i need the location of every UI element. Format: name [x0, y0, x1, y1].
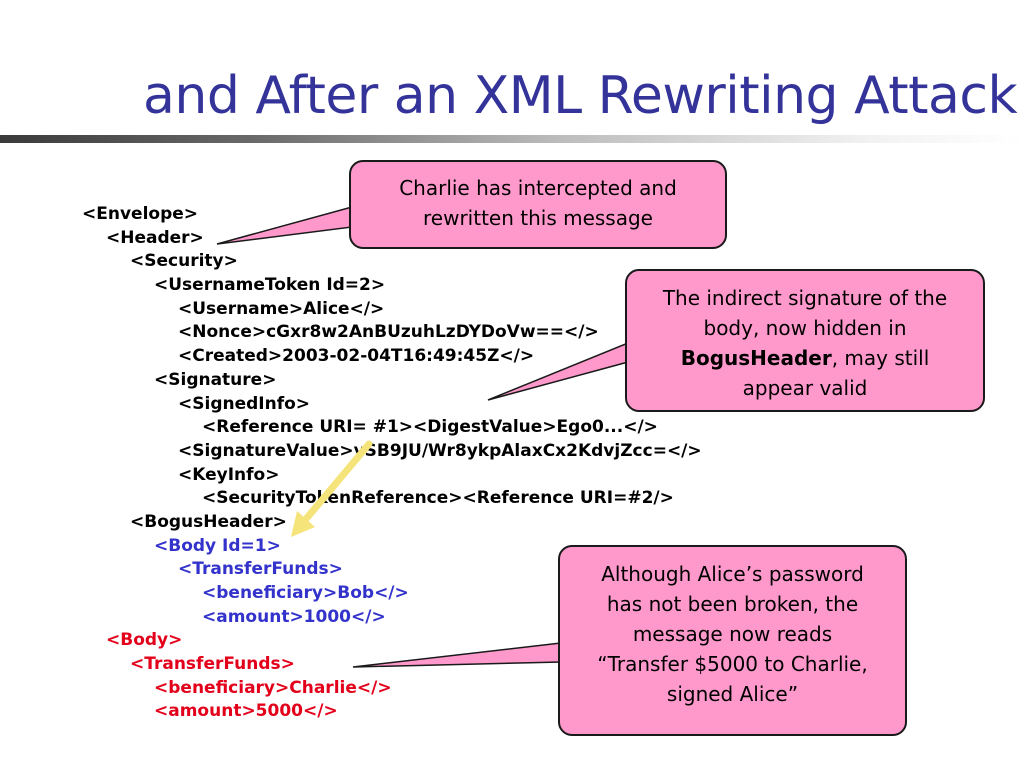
code-line: <Signature>	[154, 369, 277, 390]
code-line-original-body: <amount>1000</>	[202, 606, 386, 627]
callout-text: rewritten this message	[423, 206, 653, 230]
callout-text: body, now hidden in	[703, 316, 907, 340]
intercept-callout: Charlie has intercepted and rewritten th…	[349, 160, 727, 249]
code-line: <Header>	[106, 227, 204, 248]
code-line: <UsernameToken Id=2>	[154, 275, 386, 296]
callout-text-line: BogusHeader, may still	[627, 343, 983, 373]
password-callout: Although Alice’s password has not been b…	[558, 545, 907, 736]
intercept-callout-pointer	[216, 206, 353, 245]
callout-text: appear valid	[742, 376, 868, 400]
signature-callout-pointer	[487, 341, 629, 401]
code-line-forged-body: <beneficiary>Charlie</>	[154, 677, 392, 698]
title-divider	[0, 135, 1024, 143]
code-line: <Created>2003-02-04T16:49:45Z</>	[178, 346, 535, 367]
code-line: <SignatureValue>vSB9JU/Wr8ykpAlaxCx2Kdvj…	[178, 440, 702, 461]
callout-text: The indirect signature of the	[662, 286, 948, 310]
reference-arrow-head	[291, 511, 315, 537]
code-line: <Reference URI= #1><DigestValue>Ego0...<…	[202, 417, 658, 438]
password-callout-pointer	[352, 642, 562, 668]
callout-text: , may still	[831, 346, 930, 370]
code-line: <BogusHeader>	[130, 511, 287, 532]
code-line: <Nonce>cGxr8w2AnBUzuhLzDYDoVw==</>	[178, 322, 599, 343]
code-line: <Username>Alice</>	[178, 298, 385, 319]
callout-text: message now reads	[632, 622, 833, 646]
callout-text: has not been broken, the	[606, 592, 859, 616]
code-line-original-body: <TransferFunds>	[178, 559, 343, 580]
code-line: <SignedInfo>	[178, 393, 311, 414]
callout-text: “Transfer $5000 to Charlie,	[597, 652, 868, 676]
signature-callout: The indirect signature of the body, now …	[625, 269, 985, 412]
callout-text: Although Alice’s password	[601, 562, 864, 586]
code-line-forged-body: <amount>5000</>	[154, 701, 338, 722]
bogus-header-emphasis: BogusHeader	[680, 346, 832, 370]
code-line-forged-body: <TransferFunds>	[130, 654, 295, 675]
code-line-original-body: <beneficiary>Bob</>	[202, 583, 409, 603]
code-line: <KeyInfo>	[178, 464, 280, 485]
code-line: <Envelope>	[82, 204, 199, 224]
code-line-original-body: <Body Id=1>	[154, 535, 281, 556]
slide-title: and After an XML Rewriting Attack	[143, 66, 1018, 126]
code-line: <Security>	[130, 251, 238, 272]
callout-text: Charlie has intercepted and	[399, 176, 677, 200]
callout-text: signed Alice”	[666, 682, 799, 706]
code-line-forged-body: <Body>	[106, 630, 183, 651]
reference-arrow	[302, 440, 373, 523]
